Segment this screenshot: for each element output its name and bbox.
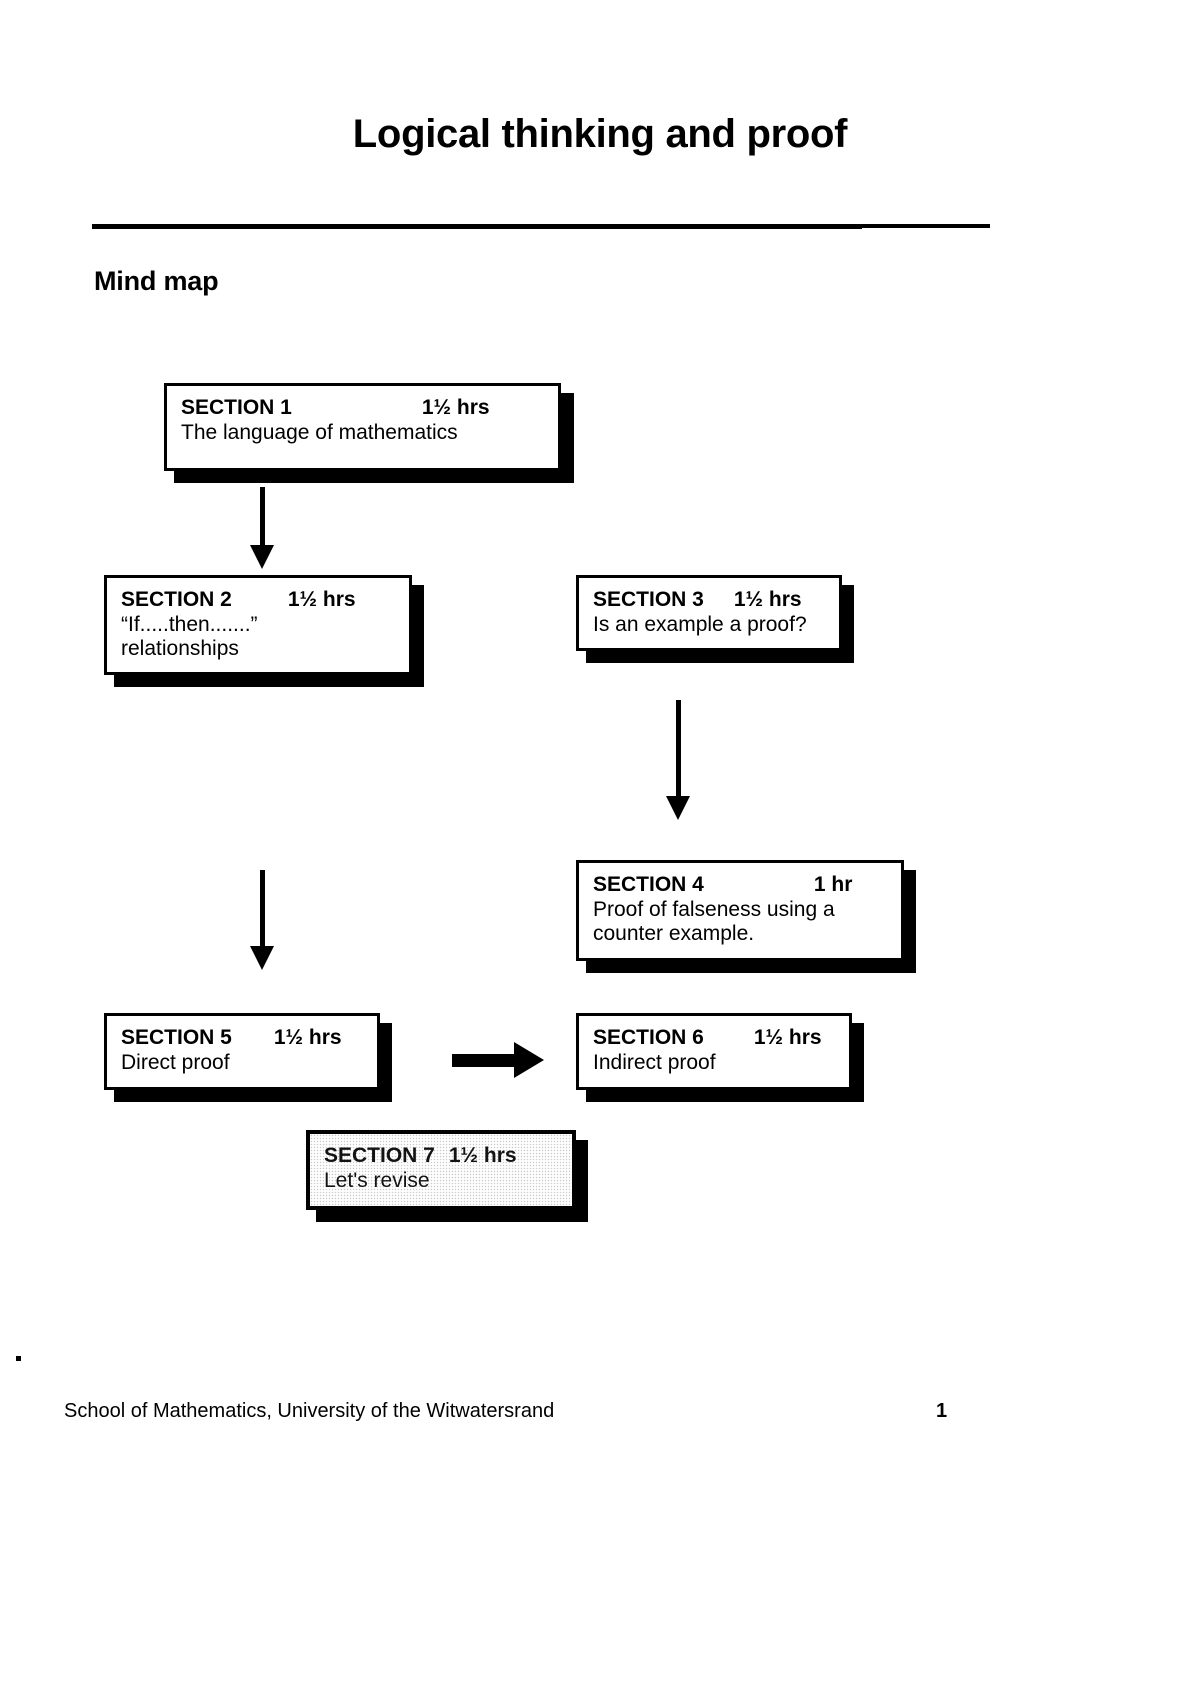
node-label: SECTION 7 [324, 1144, 435, 1167]
node-section-2: SECTION 2 1½ hrs “If.....then.......” re… [104, 575, 424, 687]
arrow-head-icon [250, 946, 274, 970]
node-description-line-1: The language of mathematics [181, 420, 458, 444]
node-duration: 1½ hrs [448, 1144, 517, 1167]
node-duration: 1 hr [813, 873, 853, 896]
node-description-line-1: Direct proof [121, 1050, 230, 1074]
node-label: SECTION 5 [121, 1026, 232, 1049]
node-box[interactable]: SECTION 2 1½ hrs “If.....then.......” re… [104, 575, 412, 675]
arrow-head-icon [666, 796, 690, 820]
arrow-section5-to-section6 [452, 1040, 544, 1080]
arrow-section1-to-section2 [248, 487, 276, 569]
title-divider [92, 224, 990, 229]
node-description-line-1: Let's revise [324, 1168, 430, 1192]
node-header-line: SECTION 7 1½ hrs [324, 1144, 558, 1169]
node-duration: 1½ hrs [287, 588, 356, 611]
arrow-section2-to-section5 [248, 870, 276, 970]
node-box[interactable]: SECTION 3 1½ hrs Is an example a proof? [576, 575, 842, 651]
node-header-line: SECTION 1 1½ hrs [181, 396, 544, 421]
arrow-stem [675, 700, 681, 796]
node-section-1: SECTION 1 1½ hrs The language of mathema… [164, 383, 574, 483]
node-description-line-1: Indirect proof [593, 1050, 716, 1074]
node-section-3: SECTION 3 1½ hrs Is an example a proof? [576, 575, 854, 663]
node-box[interactable]: SECTION 1 1½ hrs The language of mathema… [164, 383, 561, 471]
node-section-4: SECTION 4 1 hr Proof of falseness using … [576, 860, 916, 973]
node-header-line: SECTION 5 1½ hrs [121, 1026, 363, 1051]
node-label: SECTION 1 [181, 396, 292, 419]
node-header-line: SECTION 2 1½ hrs [121, 588, 395, 613]
node-description-line-2: counter example. [593, 922, 755, 946]
node-duration: 1½ hrs [733, 588, 802, 611]
margin-mark [16, 1356, 21, 1361]
arrow-head-icon [250, 545, 274, 569]
node-description-line-1: Is an example a proof? [593, 612, 807, 636]
node-box[interactable]: SECTION 5 1½ hrs Direct proof [104, 1013, 380, 1090]
node-section-7: SECTION 7 1½ hrs Let's revise [306, 1130, 588, 1222]
node-description-line-1: Proof of falseness using a [593, 897, 835, 921]
node-section-6: SECTION 6 1½ hrs Indirect proof [576, 1013, 864, 1102]
node-section-5: SECTION 5 1½ hrs Direct proof [104, 1013, 392, 1102]
node-box[interactable]: SECTION 4 1 hr Proof of falseness using … [576, 860, 904, 961]
node-box[interactable]: SECTION 6 1½ hrs Indirect proof [576, 1013, 852, 1090]
arrow-stem [259, 487, 265, 547]
arrow-stem [259, 870, 265, 946]
node-header-line: SECTION 4 1 hr [593, 873, 887, 898]
node-description-line-2: relationships [121, 637, 239, 661]
node-description-line-1: “If.....then.......” [121, 612, 258, 636]
node-duration: 1½ hrs [273, 1026, 342, 1049]
node-duration: 1½ hrs [753, 1026, 822, 1049]
node-label: SECTION 4 [593, 873, 704, 896]
node-box[interactable]: SECTION 7 1½ hrs Let's revise [306, 1130, 576, 1210]
arrow-section3-to-section4 [664, 700, 692, 820]
footer-institution: School of Mathematics, University of the… [64, 1400, 555, 1422]
node-label: SECTION 2 [121, 588, 232, 611]
page-title: Logical thinking and proof [352, 112, 848, 156]
arrow-head-icon [514, 1042, 544, 1078]
node-label: SECTION 3 [593, 588, 704, 611]
footer-page-number: 1 [936, 1400, 948, 1422]
arrow-stem [452, 1053, 516, 1067]
node-label: SECTION 6 [593, 1026, 704, 1049]
mind-map-heading: Mind map [94, 266, 219, 296]
node-header-line: SECTION 3 1½ hrs [593, 588, 825, 613]
node-header-line: SECTION 6 1½ hrs [593, 1026, 835, 1051]
node-duration: 1½ hrs [421, 396, 490, 419]
